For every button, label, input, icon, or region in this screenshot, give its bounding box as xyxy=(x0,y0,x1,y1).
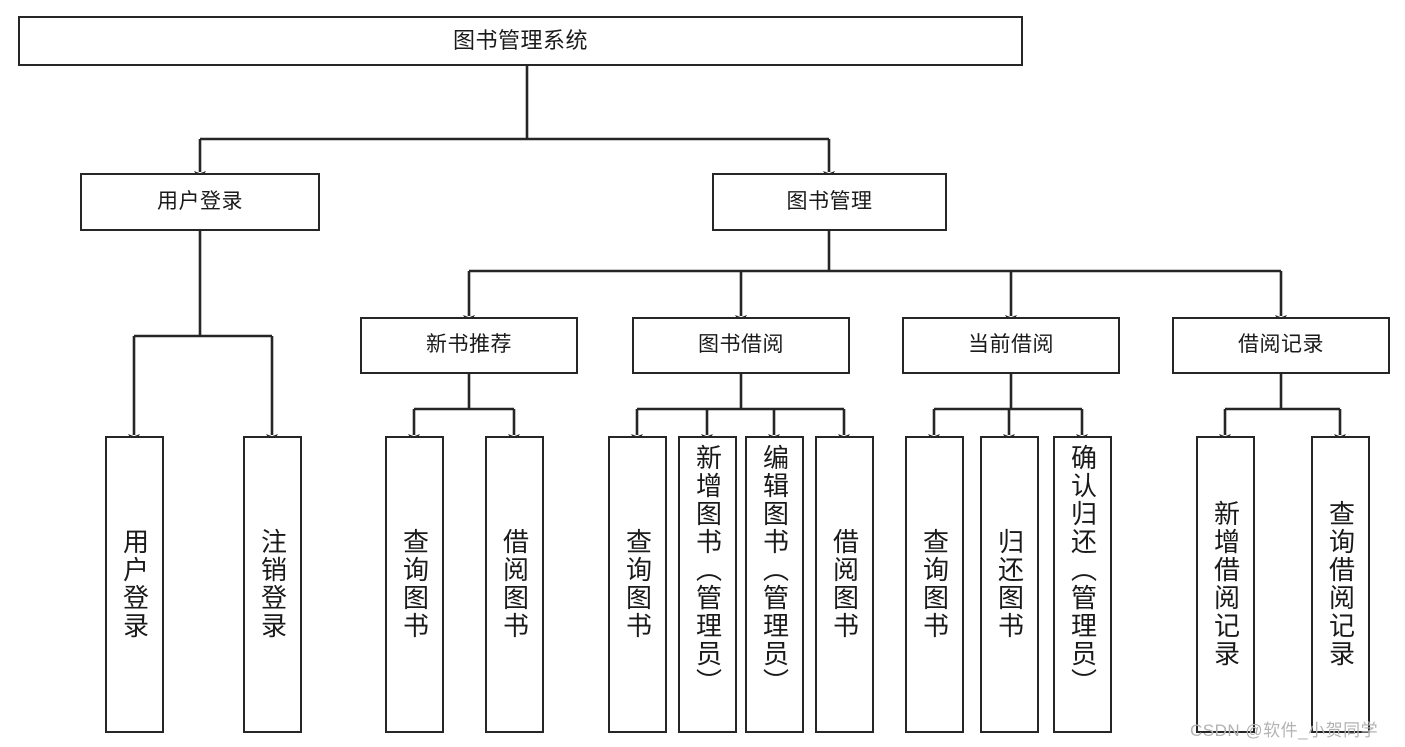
leaf-edit-book-admin[interactable]: 编辑图书（管理员） xyxy=(745,436,804,733)
leaf-borrow-books-label: 借阅图书 xyxy=(829,528,860,640)
leaf-confirm-return-admin-label: 确认归还（管理员） xyxy=(1067,444,1098,696)
node-book-borrowing[interactable]: 图书借阅 xyxy=(632,317,850,374)
leaf-query-books-borrowing[interactable]: 查询图书 xyxy=(608,436,667,733)
leaf-user-logout-label: 注销登录 xyxy=(257,528,288,640)
leaf-query-books-current-label: 查询图书 xyxy=(919,528,950,640)
node-borrowing-records[interactable]: 借阅记录 xyxy=(1172,317,1390,374)
leaf-borrow-books-recommendation-label: 借阅图书 xyxy=(499,528,530,640)
leaf-user-login-label: 用户登录 xyxy=(119,528,150,640)
node-user-login-label: 用户登录 xyxy=(157,189,243,213)
node-current-borrowing-label: 当前借阅 xyxy=(968,333,1054,357)
leaf-query-books-borrowing-label: 查询图书 xyxy=(622,528,653,640)
leaf-query-books-current[interactable]: 查询图书 xyxy=(905,436,964,733)
leaf-return-books[interactable]: 归还图书 xyxy=(980,436,1039,733)
leaf-borrow-books[interactable]: 借阅图书 xyxy=(815,436,874,733)
node-new-book-recommendation-label: 新书推荐 xyxy=(426,333,512,357)
leaf-query-borrowing-record[interactable]: 查询借阅记录 xyxy=(1311,436,1370,733)
node-new-book-recommendation[interactable]: 新书推荐 xyxy=(360,317,578,374)
leaf-borrow-books-recommendation[interactable]: 借阅图书 xyxy=(485,436,544,733)
node-book-management[interactable]: 图书管理 xyxy=(712,173,947,231)
node-book-borrowing-label: 图书借阅 xyxy=(698,333,784,357)
leaf-add-book-admin-label: 新增图书（管理员） xyxy=(692,444,723,696)
node-root-label: 图书管理系统 xyxy=(452,28,588,54)
node-book-management-label: 图书管理 xyxy=(786,189,873,213)
node-root[interactable]: 图书管理系统 xyxy=(18,16,1023,66)
leaf-edit-book-admin-label: 编辑图书（管理员） xyxy=(759,444,790,696)
leaf-confirm-return-admin[interactable]: 确认归还（管理员） xyxy=(1053,436,1112,733)
node-user-login[interactable]: 用户登录 xyxy=(80,173,320,231)
leaf-query-books-recommendation[interactable]: 查询图书 xyxy=(385,436,444,733)
leaf-add-book-admin[interactable]: 新增图书（管理员） xyxy=(678,436,737,733)
leaf-query-books-recommendation-label: 查询图书 xyxy=(399,528,430,640)
leaf-add-borrowing-record[interactable]: 新增借阅记录 xyxy=(1196,436,1255,733)
leaf-query-borrowing-record-label: 查询借阅记录 xyxy=(1325,500,1356,668)
node-current-borrowing[interactable]: 当前借阅 xyxy=(902,317,1120,374)
leaf-return-books-label: 归还图书 xyxy=(994,528,1025,640)
edge-paths xyxy=(128,66,1346,444)
leaf-user-logout[interactable]: 注销登录 xyxy=(243,436,302,733)
node-borrowing-records-label: 借阅记录 xyxy=(1238,333,1324,357)
leaf-user-login[interactable]: 用户登录 xyxy=(105,436,164,733)
csdn-watermark: CSDN @软件_小贺同学 xyxy=(1190,721,1379,740)
leaf-add-borrowing-record-label: 新增借阅记录 xyxy=(1210,500,1241,668)
